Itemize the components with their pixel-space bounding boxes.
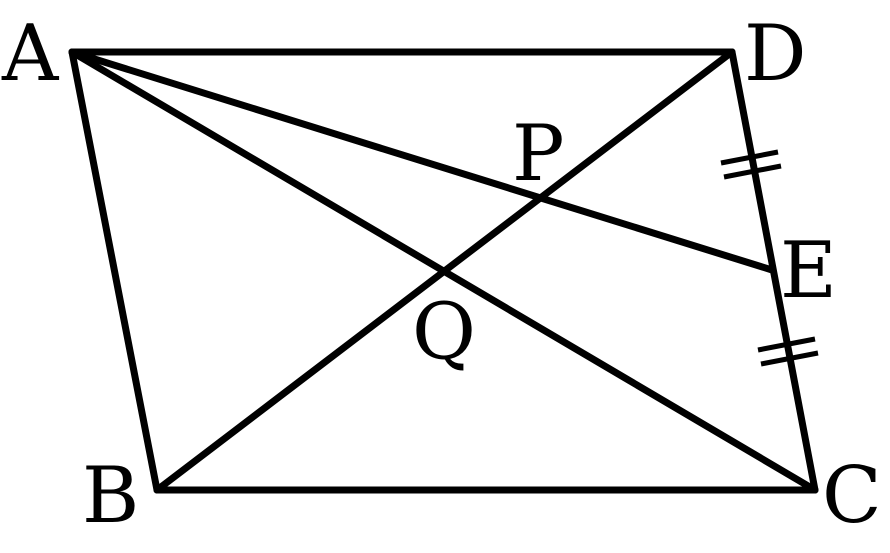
label-point-c: C [822, 451, 882, 541]
tick-marks-de [720, 149, 782, 180]
side-ab [68, 48, 161, 494]
segment-ae [68, 48, 776, 274]
label-point-q: Q [412, 287, 476, 377]
diagonal-bd [153, 48, 736, 494]
label-point-b: B [82, 451, 139, 541]
label-point-d: D [744, 9, 807, 99]
label-point-p: P [512, 109, 564, 199]
label-point-e: E [780, 226, 837, 316]
label-point-a: A [1, 9, 60, 99]
tick-marks-ec [757, 336, 819, 367]
